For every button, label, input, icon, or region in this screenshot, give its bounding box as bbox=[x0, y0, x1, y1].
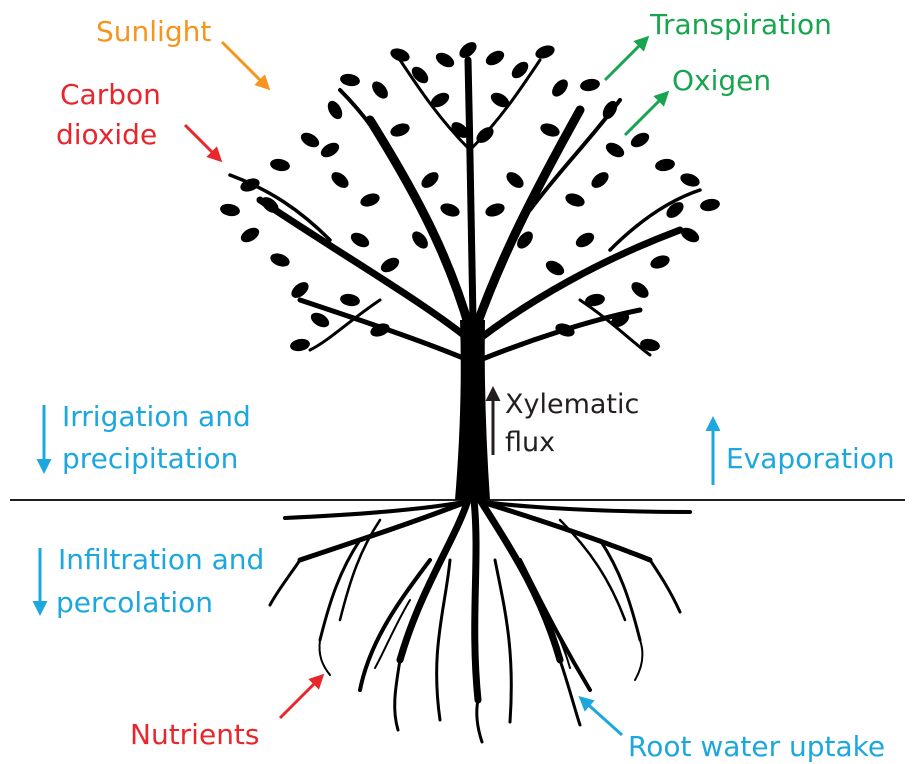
sunlight-label: Sunlight bbox=[96, 15, 211, 49]
carbon-dioxide-arrow bbox=[185, 125, 218, 158]
infiltration-label-line1: Infiltration and bbox=[58, 543, 264, 577]
tree-silhouette-icon bbox=[230, 60, 700, 360]
xylematic-flux-label-line1: Xylematic bbox=[505, 388, 639, 422]
sunlight-arrow bbox=[222, 42, 266, 86]
carbon-dioxide-label-line1: Carbon bbox=[60, 78, 161, 112]
transpiration-arrow bbox=[605, 40, 645, 80]
nutrients-label: Nutrients bbox=[130, 718, 260, 752]
evaporation-label: Evaporation bbox=[726, 442, 895, 476]
root-water-uptake-label: Root water uptake bbox=[628, 730, 885, 764]
infiltration-label-line2: percolation bbox=[56, 586, 213, 620]
transpiration-label: Transpiration bbox=[650, 8, 832, 42]
oxygen-label: Oxigen bbox=[672, 64, 771, 98]
xylematic-flux-label-line2: flux bbox=[505, 426, 555, 460]
carbon-dioxide-label-line2: dioxide bbox=[56, 118, 157, 152]
root-uptake-arrow bbox=[583, 700, 622, 735]
nutrients-arrow bbox=[280, 678, 320, 718]
tree-trunk bbox=[455, 320, 490, 500]
irrigation-label-line1: Irrigation and bbox=[62, 400, 251, 434]
oxygen-arrow bbox=[625, 95, 665, 135]
root-system-icon bbox=[270, 500, 690, 742]
irrigation-label-line2: precipitation bbox=[62, 442, 238, 476]
